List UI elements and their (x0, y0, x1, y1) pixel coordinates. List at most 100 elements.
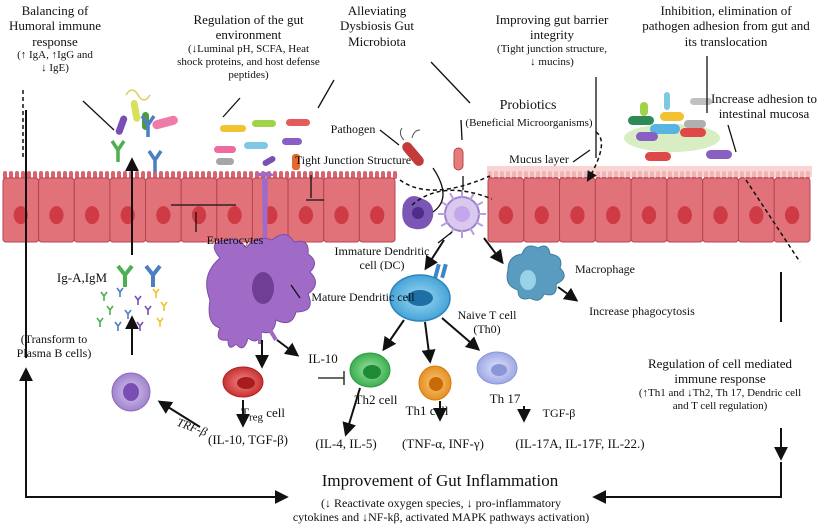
humoral-line-1: Balancing of (21, 3, 89, 18)
microvillus (195, 171, 199, 179)
microvillus (135, 171, 139, 179)
th2-label: Th2 cell (354, 392, 398, 407)
gut-env-line-5: peptides) (228, 68, 269, 81)
humoral-line-3: response (32, 33, 78, 49)
th2-cell (349, 352, 391, 388)
enterocyte-nucleus (156, 206, 171, 225)
th17-output-label: (IL-17A, IL-17F, IL-22.) (515, 436, 645, 451)
microvillus (213, 171, 217, 179)
microvillus (375, 171, 379, 179)
treg-label: Treg cell (228, 405, 298, 425)
improve-sub-line-1: (↓ Reactivate oxygen species, ↓ pro-infl… (321, 496, 561, 510)
microvillus (207, 171, 211, 179)
mature-dc-label: Mature Dendritic cell (311, 290, 415, 304)
microvillus (177, 171, 181, 179)
antibodies-iga (116, 264, 162, 287)
enterocyte-nucleus (677, 206, 692, 225)
dendrite-spike (469, 227, 475, 236)
microvillus (75, 171, 79, 179)
microvillus (303, 171, 307, 179)
enterocyte-nucleus (84, 206, 100, 225)
mature-dendritic-cell (206, 172, 316, 349)
microvillus (15, 171, 19, 179)
antibody-small (106, 305, 114, 315)
enterocyte-nucleus (334, 206, 349, 225)
treg-cell (222, 366, 264, 398)
pathogen-label: Pathogen (330, 122, 376, 136)
gut-barrier-label: Improving gut barrier integrity (Tight j… (467, 12, 637, 69)
enterocyte-nucleus (784, 206, 800, 225)
enterocytes-label: Enterocytes (206, 233, 264, 247)
microvillus (81, 171, 85, 179)
microvillus (9, 171, 13, 179)
antibody-small (156, 317, 164, 327)
microvillus (291, 171, 295, 179)
treg-output-label: (IL-10, TGF-β) (207, 432, 289, 447)
treg-cell-word: cell (262, 405, 285, 420)
dendrite-spike (469, 192, 475, 201)
barrier-line-3: (Tight junction structure, (497, 42, 607, 55)
dysbiosis-line-2: Dysbiosis Gut (339, 18, 415, 34)
th2-output-label: (IL-4, IL-5) (315, 436, 377, 451)
microvillus (3, 171, 7, 179)
microvillus (147, 171, 151, 179)
left-enterocyte-row (2, 177, 396, 243)
plasma-b-cell (111, 372, 151, 412)
gut-env-line-1: Regulation of the gut (193, 12, 304, 27)
microvillus (345, 171, 349, 179)
microvillus (39, 171, 43, 179)
microvillus (249, 171, 253, 179)
microvillus (333, 171, 337, 179)
cell-med-line-2: immune response (674, 371, 766, 387)
antibodies-top (110, 115, 163, 172)
dysbiosis-label: Alleviating Dysbiosis Gut Microbiota (324, 3, 430, 49)
enterocyte-nucleus (570, 206, 585, 225)
th1-label: Th1 cell (405, 403, 449, 418)
enterocyte-nucleus (641, 206, 657, 225)
enterocyte-nucleus (370, 206, 385, 225)
microvillus (117, 171, 121, 179)
tight-junction-label: Tight Junction Structure (294, 153, 412, 167)
enterocyte-nucleus (749, 206, 764, 225)
antibody-small (100, 291, 108, 301)
iga-igm-label: Ig-A,IgM (56, 270, 108, 285)
naive-t-cell (389, 263, 451, 322)
antibody-small (124, 309, 132, 319)
microvillus (171, 171, 175, 179)
microvillus (225, 171, 229, 179)
microvillus (321, 171, 325, 179)
microvillus (339, 171, 343, 179)
microvillus (357, 171, 361, 179)
immature-dc-line-1: Immature Dendritic (334, 244, 430, 258)
microvillus (141, 171, 145, 179)
microvillus (219, 171, 223, 179)
microvillus (381, 171, 385, 179)
pathogen-adh-line-2: pathogen adhesion from gut and (642, 18, 810, 34)
dashed-links (22, 90, 801, 263)
microvillus (237, 171, 241, 179)
enterocyte-nucleus (713, 206, 728, 225)
immature-dc-label: Immature Dendritic cell (DC) (327, 244, 437, 272)
microvillus (87, 171, 91, 179)
enterocyte-nucleus (498, 206, 514, 225)
microvillus (165, 171, 169, 179)
antibody-small (134, 295, 142, 305)
microvillus (369, 171, 373, 179)
microvillus (189, 171, 193, 179)
immature-dendritic-cell (438, 190, 486, 238)
dendrite-spike (475, 221, 484, 227)
intestinal-epithelium (2, 166, 812, 243)
microvillus (123, 171, 127, 179)
microvillus (93, 171, 97, 179)
pathogen-adh-line-1: Inhibition, elimination of (660, 3, 792, 18)
dendrite-spike (440, 201, 449, 207)
naive-t-line-1: Naive T cell (457, 308, 517, 322)
microvillus (33, 171, 37, 179)
small-dendritic-cell (402, 196, 434, 230)
mucus-layer (487, 166, 812, 177)
probiotics-subtitle: (Beneficial Microorganisms) (465, 117, 593, 129)
dysbiosis-line-3: Microbiota (348, 33, 406, 49)
il10-inhibition (318, 371, 345, 385)
